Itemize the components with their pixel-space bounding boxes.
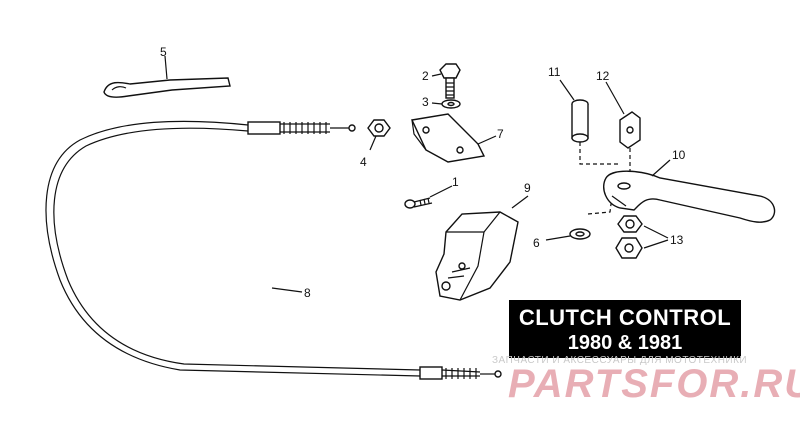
- leader-4: [369, 135, 377, 151]
- assembly-line-c: [587, 195, 613, 215]
- part-2-bolt: [439, 63, 461, 99]
- callout-11: 11: [548, 65, 561, 79]
- part-8-clutch-cable: [45, 120, 502, 380]
- leader-13: [643, 225, 669, 249]
- callout-3: 3: [422, 95, 429, 109]
- leader-3: [431, 102, 443, 105]
- callout-4: 4: [360, 155, 367, 169]
- leader-1: [429, 185, 453, 198]
- diagram-title-box: CLUTCH CONTROL 1980 & 1981: [509, 300, 741, 358]
- callout-12: 12: [596, 69, 610, 83]
- callout-2: 2: [422, 69, 429, 83]
- part-11-pivot-pin: [571, 99, 589, 143]
- callout-7: 7: [497, 127, 504, 141]
- callout-9: 9: [524, 181, 531, 195]
- watermark-subtitle: ЗАПЧАСТИ И АКСЕССУАРЫ ДЛЯ МОТОТЕХНИКИ: [492, 355, 748, 366]
- part-6-washer: [569, 228, 591, 240]
- title-line-2: 1980 & 1981: [567, 332, 683, 354]
- part-1-screw: [404, 197, 433, 209]
- leader-10: [651, 159, 671, 177]
- leader-6: [545, 235, 571, 241]
- part-3-washer: [441, 99, 461, 109]
- leader-8: [271, 287, 303, 293]
- part-9-housing: [435, 211, 519, 301]
- callout-8: 8: [304, 286, 311, 300]
- assembly-line-a: [579, 142, 620, 165]
- part-4-nut: [367, 119, 391, 137]
- leader-7: [477, 135, 497, 145]
- part-12-adjuster: [619, 111, 641, 149]
- callout-13: 13: [670, 233, 684, 247]
- leader-11: [559, 79, 575, 101]
- part-5-clip: [103, 77, 231, 98]
- leader-2: [431, 73, 442, 77]
- cable-ferrule-upper: [247, 121, 281, 135]
- title-line-1: CLUTCH CONTROL: [518, 305, 732, 330]
- leader-12: [605, 81, 625, 115]
- watermark-logo: PARTSFOR.RU: [508, 362, 800, 406]
- callout-10: 10: [672, 148, 686, 162]
- leader-9: [511, 195, 529, 209]
- part-10-clutch-lever: [602, 170, 776, 223]
- part-7-bracket: [410, 113, 486, 163]
- part-13-nuts: [615, 215, 643, 259]
- callout-6: 6: [533, 236, 540, 250]
- leader-5: [164, 55, 168, 80]
- callout-1: 1: [452, 175, 459, 189]
- callout-5: 5: [160, 45, 167, 59]
